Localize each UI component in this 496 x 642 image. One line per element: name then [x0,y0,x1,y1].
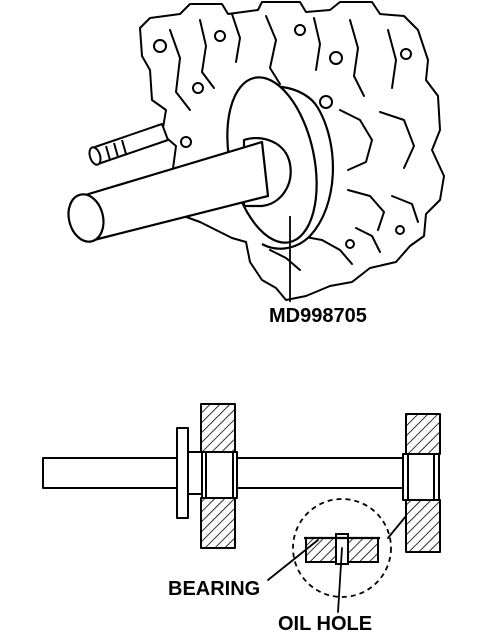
installer-tool-md998705 [67,76,335,250]
bolt-hole [400,48,412,60]
block-rib [231,13,241,63]
detail-leaders [267,515,407,613]
bolt-hole [153,39,167,53]
detail-circle [292,498,392,598]
right-wall-lower [405,499,441,553]
block-rib [199,19,215,89]
left-bearing [201,451,238,499]
block-rib [379,111,415,169]
bolt-hole [180,136,192,148]
block-rib [169,29,191,111]
bolt-hole [319,95,333,109]
section-tool-flange [176,427,189,519]
tool-part-number-label: MD998705 [269,305,367,327]
block-rib [299,235,353,265]
bolt-hole [192,82,204,94]
section-tool-collar [187,451,203,495]
block-rib [355,227,381,253]
bolt-hole [294,24,306,36]
block-rib [387,29,397,89]
right-wall-upper [405,413,441,455]
block-rib [313,17,321,71]
block-rib [269,249,301,271]
oil-hole-label: OIL HOLE [278,613,373,635]
left-wall-upper [200,403,236,453]
block-rib [347,189,385,231]
block-rib [265,15,281,85]
block-rib [349,19,365,97]
bolt-hole [214,30,226,42]
bolt-hole [395,225,405,235]
left-wall-lower [200,497,236,549]
bearing-label: BEARING [168,578,261,600]
block-rib [391,195,419,223]
tool-shaft-end [67,193,105,243]
detail-pointer-line [387,515,407,539]
bearing-leader-line [267,539,319,581]
bolt-hole [329,51,343,65]
bolt-hole [345,239,355,249]
stud-bolt [88,123,169,166]
oil-hole-leader-line [337,547,343,613]
block-rib [339,109,373,171]
section-view [42,403,441,553]
